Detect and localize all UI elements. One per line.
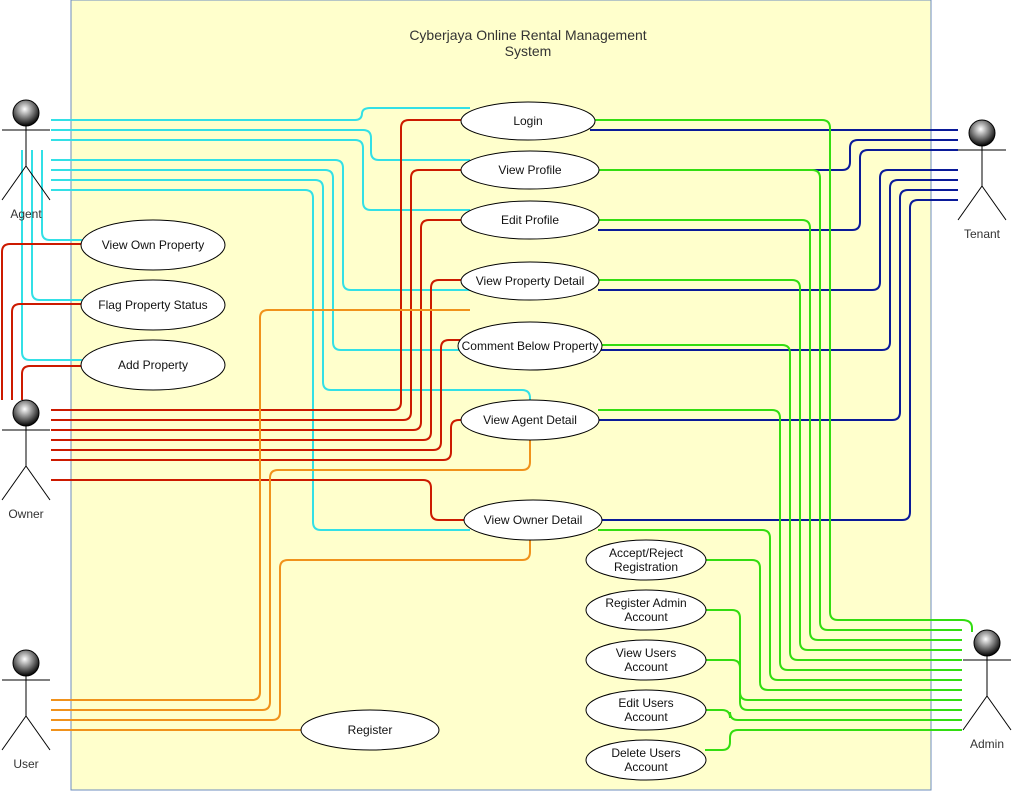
system-title: Cyberjaya Online Rental Management <box>409 27 646 43</box>
actor-admin[interactable] <box>962 629 1012 731</box>
use-case-accept-reject-registration[interactable]: Accept/Reject Registration <box>585 539 707 581</box>
use-case-view-profile[interactable]: View Profile <box>460 150 600 190</box>
use-case-edit-users-account[interactable]: Edit Users Account <box>585 689 707 731</box>
use-case-accept-reject-label-1: Accept/Reject <box>609 546 684 560</box>
use-case-flag-property-status-label: Flag Property Status <box>98 298 207 312</box>
actor-owner[interactable] <box>1 399 51 501</box>
use-case-delete-users-label-1: Delete Users <box>611 746 680 760</box>
use-case-view-owner-detail[interactable]: View Owner Detail <box>463 499 603 541</box>
tenant-connections <box>590 129 958 521</box>
system-title-line2: System <box>505 43 552 59</box>
use-case-edit-users-label-2: Account <box>624 710 668 724</box>
actor-tenant[interactable] <box>957 119 1007 221</box>
actor-tenant-label: Tenant <box>964 227 1001 241</box>
use-case-register-admin-label-1: Register Admin <box>605 596 686 610</box>
use-case-flag-property-status[interactable]: Flag Property Status <box>80 279 226 331</box>
use-case-view-property-detail-label: View Property Detail <box>476 274 585 288</box>
actor-agent[interactable] <box>1 99 51 201</box>
actor-agent-label: Agent <box>10 207 42 221</box>
agent-connections <box>21 107 531 531</box>
use-case-edit-users-label-1: Edit Users <box>618 696 673 710</box>
user-connections <box>51 309 531 731</box>
use-case-add-property[interactable]: Add Property <box>80 339 226 391</box>
use-case-register[interactable]: Register <box>300 709 440 751</box>
use-case-view-own-property[interactable]: View Own Property <box>80 219 226 271</box>
use-case-edit-profile[interactable]: Edit Profile <box>460 200 600 240</box>
use-case-view-profile-label: View Profile <box>498 163 561 177</box>
use-case-add-property-label: Add Property <box>118 358 188 372</box>
use-case-register-label: Register <box>348 723 393 737</box>
admin-connections <box>590 119 973 751</box>
use-case-register-admin-label-2: Account <box>624 610 668 624</box>
actor-user[interactable] <box>1 649 51 751</box>
use-case-delete-users-account[interactable]: Delete Users Account <box>585 739 707 781</box>
owner-connections <box>1 119 465 521</box>
use-case-comment-below-property-label: Comment Below Property <box>462 339 599 353</box>
use-case-view-users-label-1: View Users <box>616 646 676 660</box>
actor-owner-label: Owner <box>8 507 43 521</box>
use-case-edit-profile-label: Edit Profile <box>501 213 559 227</box>
use-case-delete-users-label-2: Account <box>624 760 668 774</box>
use-case-view-own-property-label: View Own Property <box>102 238 205 252</box>
actor-admin-label: Admin <box>970 737 1004 751</box>
use-case-login-label: Login <box>513 114 542 128</box>
use-case-view-users-label-2: Account <box>624 660 668 674</box>
use-case-comment-below-property[interactable]: Comment Below Property <box>457 321 603 371</box>
use-case-login[interactable]: Login <box>460 101 596 141</box>
use-case-view-agent-detail[interactable]: View Agent Detail <box>460 399 600 441</box>
use-case-view-agent-detail-label: View Agent Detail <box>483 413 577 427</box>
use-case-accept-reject-label-2: Registration <box>614 560 678 574</box>
actor-user-label: User <box>13 757 38 771</box>
use-case-view-property-detail[interactable]: View Property Detail <box>460 261 600 301</box>
use-case-view-users-account[interactable]: View Users Account <box>585 639 707 681</box>
use-case-view-owner-detail-label: View Owner Detail <box>484 513 582 527</box>
use-case-register-admin-account[interactable]: Register Admin Account <box>585 589 707 631</box>
